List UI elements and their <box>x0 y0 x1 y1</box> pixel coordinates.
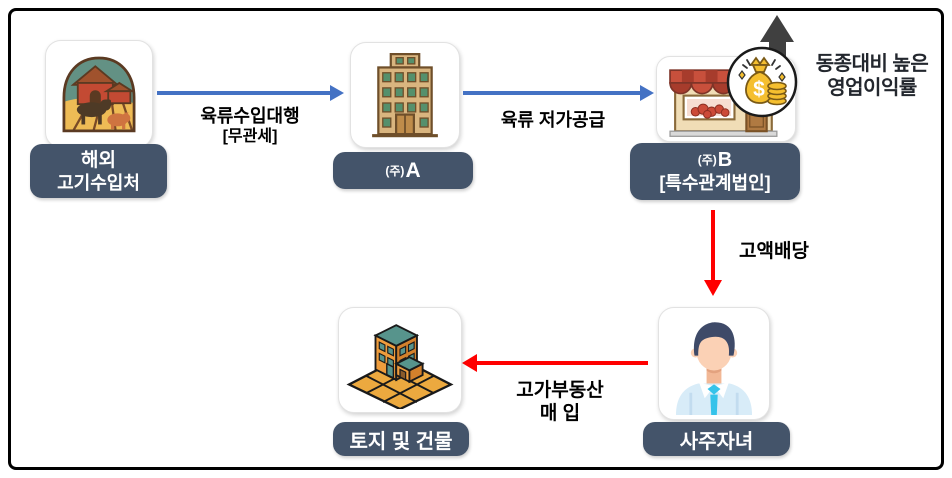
label-owner-children: 사주자녀 <box>643 422 790 456</box>
office-building-icon <box>357 48 453 142</box>
label-company-b-name: B <box>717 149 733 171</box>
label-owner-children-text: 사주자녀 <box>679 430 754 453</box>
label-overseas-supplier-line2: 고기수입처 <box>57 172 140 193</box>
node-company-a <box>350 42 460 148</box>
label-company-b-prefix: (주) <box>697 153 717 167</box>
arrowhead-low-price-supply <box>640 85 654 101</box>
label-company-a-name: A <box>405 158 421 182</box>
edge-label-real-estate-purchase: 고가부동산 매 입 <box>490 379 630 425</box>
edge-label-real-estate-purchase-line2: 매 입 <box>539 403 581 424</box>
label-company-a-prefix: (주) <box>385 163 405 178</box>
annotation-line2: 영업이익률 <box>827 77 917 99</box>
label-company-b-line1: (주)B <box>698 149 733 172</box>
label-company-b: (주)B [특수관계법인] <box>630 143 800 200</box>
node-owner-children <box>658 307 770 420</box>
money-bag-icon: $ <box>725 45 799 119</box>
edge-label-real-estate-purchase-line1: 고가부동산 <box>516 380 604 401</box>
annotation-line1: 동종대비 높은 <box>815 53 929 75</box>
arrowhead-high-dividend <box>704 280 722 296</box>
node-real-estate <box>338 307 462 413</box>
land-building-icon <box>343 311 457 409</box>
arrow-meat-import-agency <box>157 91 330 95</box>
edge-label-meat-import-agency-line2: [무관세] <box>222 128 278 145</box>
arrowhead-real-estate-purchase <box>462 353 477 372</box>
label-company-b-line2: [특수관계법인] <box>659 173 771 193</box>
arrow-real-estate-purchase <box>477 361 648 365</box>
person-icon <box>663 313 765 415</box>
label-overseas-supplier: 해외 고기수입처 <box>30 144 167 198</box>
edge-label-low-price-supply: 육류 저가공급 <box>500 110 606 130</box>
arrow-low-price-supply <box>463 91 640 95</box>
label-company-a-text: (주)A <box>385 159 420 183</box>
arrow-high-dividend <box>711 210 715 280</box>
annotation-high-operating-margin: 동종대비 높은 영업이익률 <box>798 52 946 100</box>
svg-text:$: $ <box>753 78 765 101</box>
edge-label-meat-import-agency-line1: 육류수입대행 <box>200 106 300 126</box>
node-overseas-supplier <box>45 40 153 148</box>
label-real-estate-text: 토지 및 건물 <box>349 430 453 453</box>
edge-label-meat-import-agency: 육류수입대행 [무관세] <box>175 105 325 146</box>
label-company-a: (주)A <box>333 152 473 189</box>
edge-label-high-dividend: 고액배당 <box>739 241 809 262</box>
label-overseas-supplier-line1: 해외 <box>81 149 116 171</box>
label-real-estate: 토지 및 건물 <box>333 422 469 456</box>
arrowhead-meat-import-agency <box>330 85 344 101</box>
farm-icon <box>51 46 147 142</box>
